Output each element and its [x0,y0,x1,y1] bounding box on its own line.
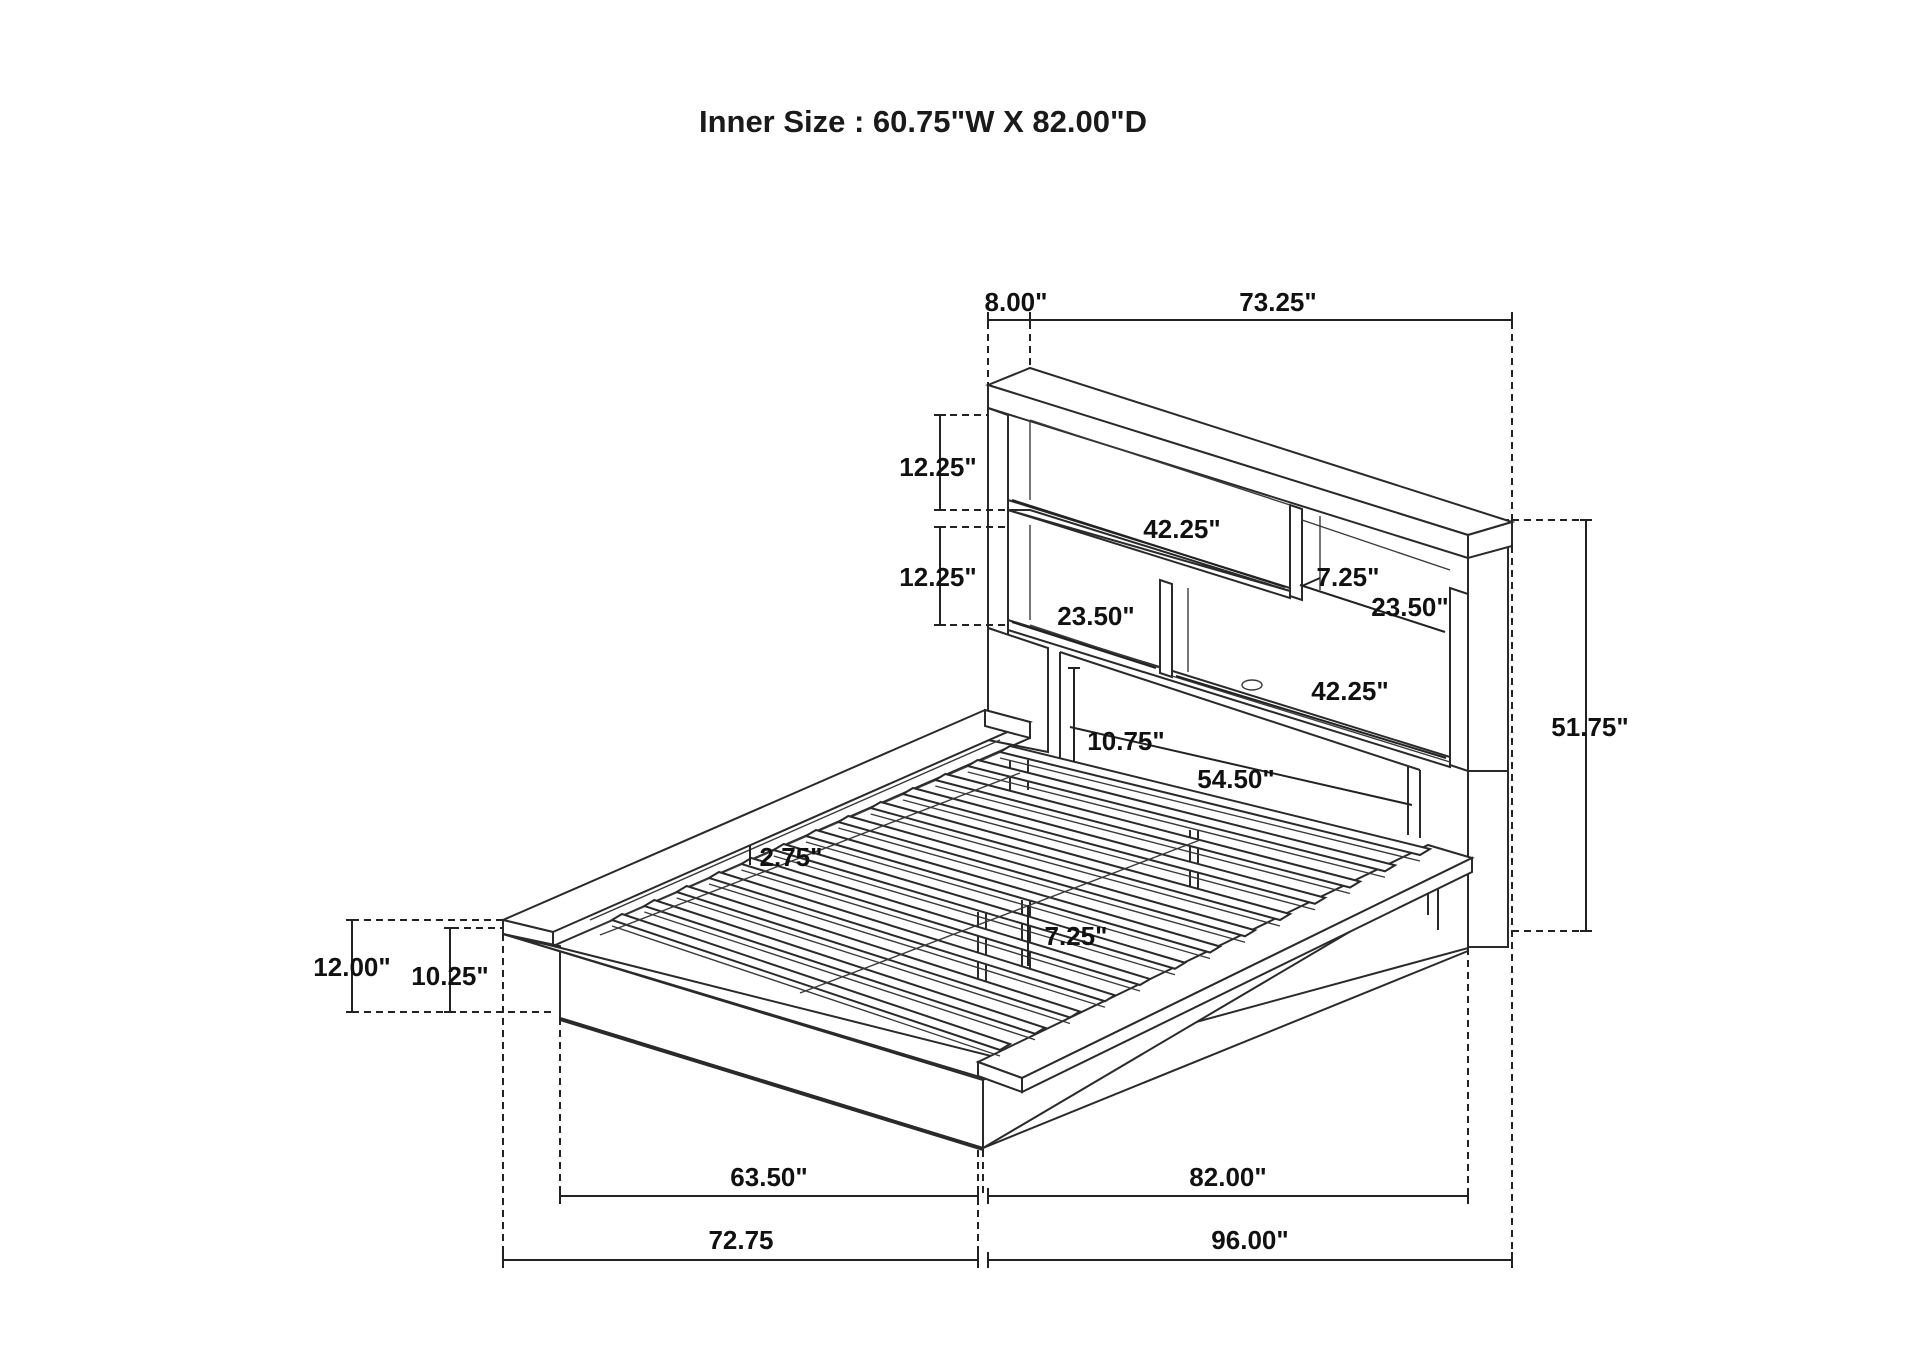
headboard-shelf-block [1467,519,1509,772]
dim-total-height: 12.00" [313,952,390,982]
bed-slat [803,828,1223,954]
dim-inner-length: 82.00" [1189,1162,1266,1192]
dim-headboard-depth: 8.00" [985,287,1048,317]
bed-slat-edge [773,855,1176,976]
bed-slat-edge [805,841,1211,960]
shelf-divider-lower [1159,578,1173,679]
bed-slat [674,884,1083,1019]
bed-slat-edge [676,897,1071,1025]
bed-slat-edge [999,757,1421,862]
bed-slat [965,758,1398,873]
bed-slat-edge [902,799,1316,911]
diagram-title: Inner Size : 60.75"W X 82.00"D [699,104,1147,139]
bed-slat-edge [935,785,1351,895]
bed-slat-edge [967,771,1386,878]
outlet-icon [1241,679,1263,691]
bed-slat [900,786,1328,905]
dim-upper-shelf-width: 42.25" [1143,514,1220,544]
bed-slat [932,772,1363,889]
bed-slat-edge [644,911,1036,1041]
dim-inner-width: 63.50" [730,1162,807,1192]
bed-drawing [499,366,1516,1152]
headboard-left-post [987,406,1009,637]
bed-slat [868,800,1293,922]
bed-slat [835,814,1258,938]
dim-lower-shelf-height: 12.25" [899,562,976,592]
bed-slat [997,744,1433,857]
bed-slat-edge [741,869,1141,992]
bed-slat [771,842,1188,970]
bed-slat [641,898,1048,1035]
shelf-right-wall [1449,586,1469,773]
dim-lower-right-shelf-width: 42.25" [1311,676,1388,706]
bed-slat [609,912,1013,1052]
dim-right-shelf-depth: 7.25" [1317,562,1380,592]
dimension-lines [346,312,1592,1268]
dim-headboard-clearance: 10.75" [1087,726,1164,756]
bed-slat-edge [870,813,1281,927]
bed-slat [706,870,1118,1003]
dim-headboard-height: 51.75" [1551,712,1628,742]
bed-slats [609,744,1433,1057]
shelf-board-upper-edge [1007,509,1291,592]
dim-lower-left-shelf-width: 23.50" [1057,601,1134,631]
dim-slat-thickness: 2.75" [760,842,823,872]
bed-slat [738,856,1153,987]
dimension-labels: 8.00" 73.25" 12.25" 12.25" 42.25" 7.25" … [313,287,1628,1255]
dim-inner-headboard-width: 54.50" [1197,764,1274,794]
right-rail-outer-face [1021,856,1473,1094]
headboard-cap-front [987,383,1469,560]
headboard-lower-block [1467,770,1509,948]
dim-overall-width: 72.75 [708,1225,773,1255]
shelf-divider-upper [1289,503,1303,602]
headboard-top-cap [985,366,1516,537]
bed-slat-edge [838,827,1246,943]
dim-upper-shelf-height: 12.25" [899,452,976,482]
dim-headboard-width: 73.25" [1239,287,1316,317]
dim-right-shelf-width: 23.50" [1371,592,1448,622]
dim-side-height: 10.25" [411,961,488,991]
dim-overall-length: 96.00" [1211,1225,1288,1255]
dim-rail-height: 7.25" [1045,921,1108,951]
bed-slat-edge [708,883,1106,1008]
